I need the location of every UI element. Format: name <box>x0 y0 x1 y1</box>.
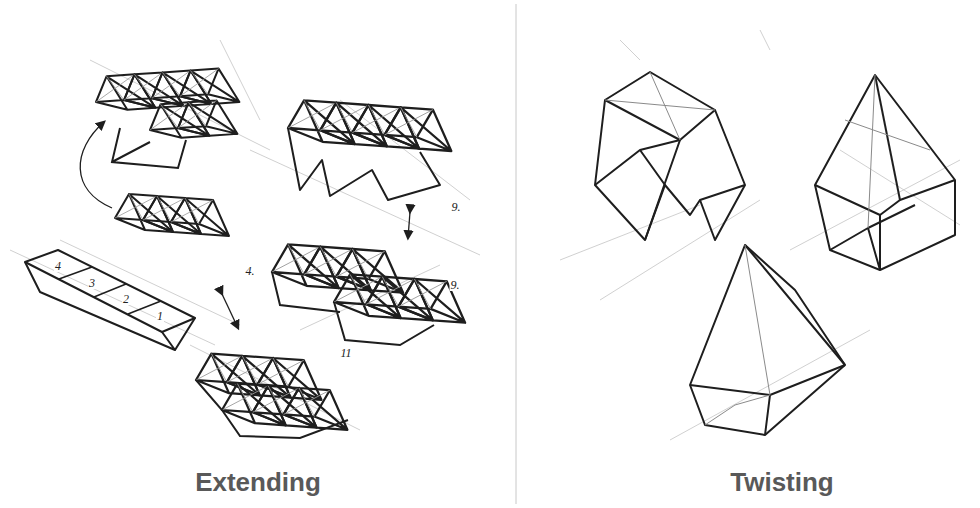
twisted-frame <box>595 72 745 240</box>
extended-assembly <box>93 58 240 168</box>
panel-heading: Twisting <box>728 469 836 495</box>
double-prism <box>196 354 348 438</box>
panel-divider <box>516 4 517 504</box>
cell-number: 3 <box>88 277 96 289</box>
count-note: 4. <box>245 265 256 277</box>
triangular-prism <box>115 194 229 236</box>
flat-strip <box>25 250 195 350</box>
cell-number: 4 <box>54 260 62 272</box>
cell-number: 1 <box>156 310 164 322</box>
count-note: 9. <box>450 279 461 291</box>
cell-number: 2 <box>122 293 130 305</box>
twisted-tall-prism <box>690 245 845 435</box>
panel-heading: Extending <box>193 469 323 495</box>
count-note: 9. <box>451 201 462 213</box>
stacked-prisms <box>272 244 465 345</box>
count-note: 11 <box>339 347 352 359</box>
twisted-a-frame <box>815 75 955 270</box>
u-shape-prism <box>288 100 451 200</box>
